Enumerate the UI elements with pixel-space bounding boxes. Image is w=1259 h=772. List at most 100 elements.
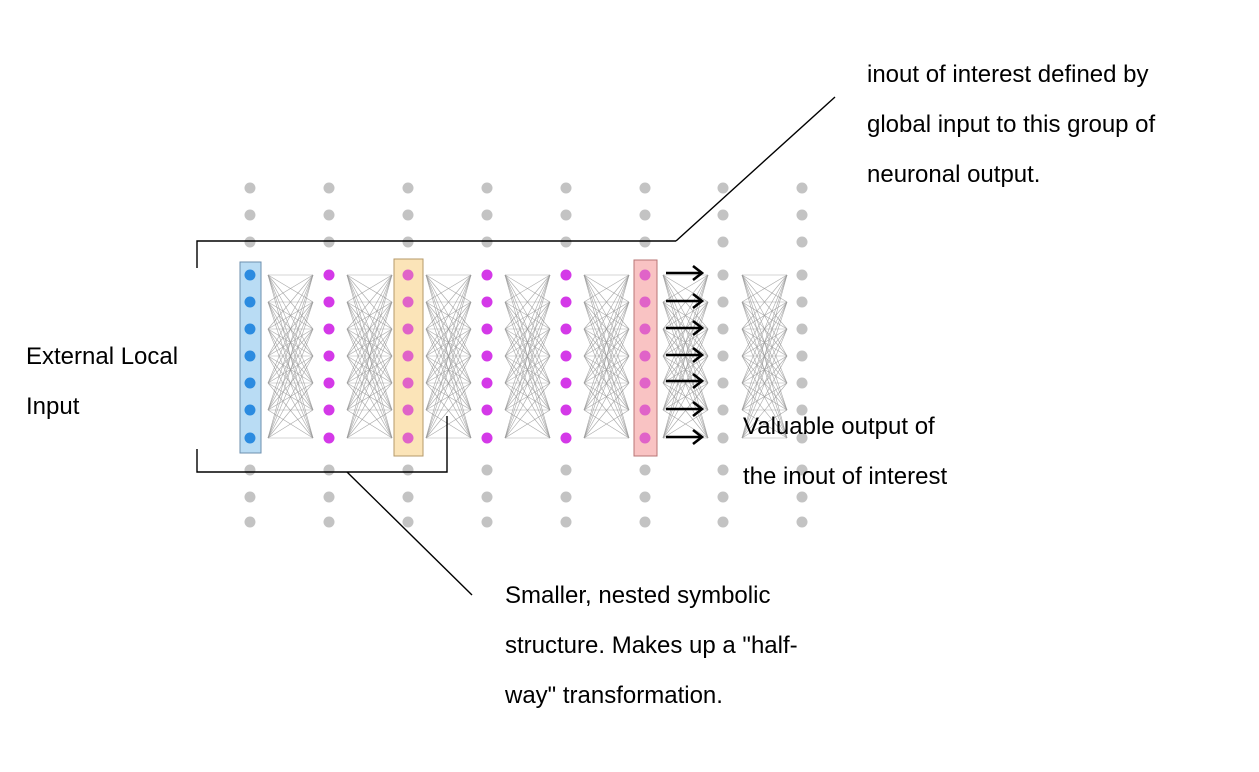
- connection-line: [504, 382, 551, 439]
- valuable-output-label: Valuable output of the inout of interest: [743, 402, 947, 502]
- inactive-neuron: [717, 377, 729, 389]
- connection-line: [346, 274, 393, 357]
- connection-block: [741, 274, 788, 439]
- active-neuron: [323, 377, 335, 389]
- active-neuron: [244, 377, 256, 389]
- inactive-neuron: [323, 236, 335, 248]
- connection-line: [583, 382, 630, 439]
- connection-line: [504, 355, 551, 439]
- connection-line: [267, 274, 314, 303]
- output-arrow: [666, 292, 705, 310]
- connection-line: [583, 301, 630, 439]
- active-neuron: [560, 350, 572, 362]
- connection-line: [583, 409, 630, 439]
- active-neuron: [323, 323, 335, 335]
- connection-line: [267, 274, 314, 384]
- connection-block: [425, 274, 472, 439]
- connection-line: [425, 382, 472, 439]
- connection-line: [741, 328, 788, 439]
- inactive-neuron: [323, 464, 335, 476]
- connection-line: [583, 274, 630, 411]
- connection-line: [425, 274, 472, 303]
- connection-line: [504, 274, 551, 330]
- connection-line: [425, 274, 472, 330]
- inactive-neuron: [796, 377, 808, 389]
- active-neuron: [323, 350, 335, 362]
- inactive-neuron: [796, 404, 808, 416]
- active-neuron: [402, 432, 414, 444]
- global-input-bracket: [196, 240, 676, 268]
- inactive-neuron: [402, 236, 414, 248]
- inactive-neuron: [481, 491, 493, 503]
- connection-line: [267, 355, 314, 439]
- inactive-neuron: [560, 491, 572, 503]
- inactive-neuron: [717, 296, 729, 308]
- active-neuron: [639, 296, 651, 308]
- inactive-neuron: [717, 464, 729, 476]
- active-neuron: [402, 350, 414, 362]
- inactive-neuron: [717, 350, 729, 362]
- output-arrow: [666, 428, 705, 446]
- inactive-neuron: [796, 464, 808, 476]
- active-neuron: [244, 350, 256, 362]
- connection-line: [346, 409, 393, 439]
- inactive-neuron: [244, 182, 256, 194]
- active-neuron: [481, 323, 493, 335]
- connection-line: [267, 301, 314, 439]
- connection-line: [504, 274, 551, 439]
- connection-block: [583, 274, 630, 439]
- active-neuron: [323, 269, 335, 281]
- connection-line: [583, 328, 630, 439]
- connection-line: [346, 274, 393, 384]
- inactive-neuron: [402, 516, 414, 528]
- connection-line: [583, 355, 630, 439]
- inactive-neuron: [402, 464, 414, 476]
- inactive-neuron: [639, 516, 651, 528]
- valuable-output-line-1: Valuable output of: [743, 413, 935, 440]
- external-input-line-2: Input: [26, 393, 80, 420]
- inactive-neuron: [323, 516, 335, 528]
- group-brackets: [196, 96, 836, 596]
- connection-line: [425, 409, 472, 439]
- nested-structure-leader-line: [346, 471, 473, 596]
- connection-line: [425, 355, 472, 439]
- connection-line: [425, 274, 472, 384]
- connection-line: [346, 274, 393, 439]
- inactive-neuron: [560, 236, 572, 248]
- inactive-neuron: [244, 236, 256, 248]
- connection-line: [741, 382, 788, 439]
- connection-line: [267, 274, 314, 411]
- active-neuron: [402, 377, 414, 389]
- inactive-neuron: [560, 464, 572, 476]
- active-neuron: [244, 432, 256, 444]
- active-neuron: [323, 404, 335, 416]
- inactive-neuron: [717, 269, 729, 281]
- inactive-neuron: [560, 209, 572, 221]
- connection-line: [425, 301, 472, 439]
- inactive-neuron: [244, 516, 256, 528]
- active-neuron: [560, 269, 572, 281]
- inactive-neuron: [639, 182, 651, 194]
- connection-line: [662, 328, 709, 439]
- connection-line: [662, 274, 709, 411]
- active-neuron: [402, 404, 414, 416]
- valuable-output-line-2: the inout of interest: [743, 463, 948, 490]
- global-input-line-2: global input to this group of: [867, 111, 1156, 138]
- connection-line: [504, 274, 551, 357]
- connection-line: [267, 328, 314, 439]
- connection-line: [425, 274, 472, 411]
- inactive-neuron: [717, 516, 729, 528]
- connection-line: [662, 409, 709, 439]
- connection-line: [425, 274, 472, 439]
- active-neuron: [402, 296, 414, 308]
- connection-line: [346, 274, 393, 330]
- inactive-neuron: [717, 236, 729, 248]
- connection-line: [267, 409, 314, 439]
- external-input-label: External Local Input: [26, 332, 178, 432]
- connection-line: [504, 274, 551, 384]
- connection-line: [583, 274, 630, 357]
- connection-line: [346, 382, 393, 439]
- connection-line: [741, 274, 788, 357]
- nested-structure-line-3: way" transformation.: [505, 682, 723, 709]
